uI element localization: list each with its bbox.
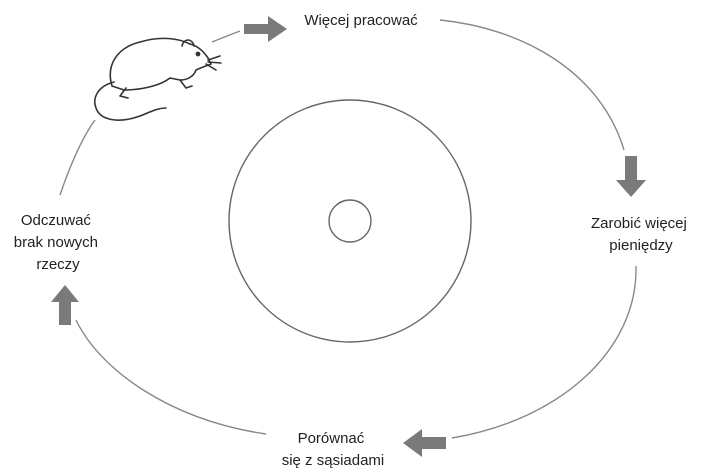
step-bottom-line-1: Porównać xyxy=(298,430,365,447)
cycle-arc-bottom-left xyxy=(75,319,267,435)
rat-icon xyxy=(94,37,222,121)
rat-tail xyxy=(94,81,167,121)
arrow-left-icon xyxy=(403,429,446,457)
step-right-line-1: Zarobić więcej xyxy=(591,215,687,232)
arrow-down-icon xyxy=(616,156,646,197)
rat-front-leg xyxy=(179,79,193,89)
rat-eye xyxy=(195,51,201,57)
cycle-arc-left-top xyxy=(59,119,96,196)
step-left-line-2: brak nowych xyxy=(14,234,98,251)
arrow-up-icon xyxy=(51,285,79,325)
rat-whiskers xyxy=(205,55,222,71)
cycle-arc-rat-to-top xyxy=(211,30,241,43)
center-disc xyxy=(228,99,472,343)
step-label-bottom: Porównać się z sąsiadami xyxy=(282,430,385,469)
cycle-path xyxy=(59,19,637,439)
step-left-line-3: rzeczy xyxy=(36,256,80,273)
step-right-line-2: pieniędzy xyxy=(609,237,673,254)
step-left-line-1: Odczuwać xyxy=(21,212,92,229)
cycle-arc-right-bottom xyxy=(451,265,637,439)
step-top-line-1: Więcej pracować xyxy=(304,12,418,29)
step-bottom-line-2: się z sąsiadami xyxy=(282,452,385,469)
arrow-right-icon xyxy=(244,16,287,42)
step-label-right: Zarobić więcej pieniędzy xyxy=(591,215,691,254)
rat-back-leg xyxy=(119,87,129,99)
cycle-arrows xyxy=(51,16,646,457)
center-outer-circle xyxy=(228,99,472,343)
rat-ear xyxy=(181,39,195,47)
cycle-arc-top-right xyxy=(439,19,625,151)
center-inner-circle xyxy=(328,199,372,243)
rat-body xyxy=(109,37,212,91)
step-label-top: Więcej pracować xyxy=(304,12,418,29)
step-label-left: Odczuwać brak nowych rzeczy xyxy=(14,212,102,273)
